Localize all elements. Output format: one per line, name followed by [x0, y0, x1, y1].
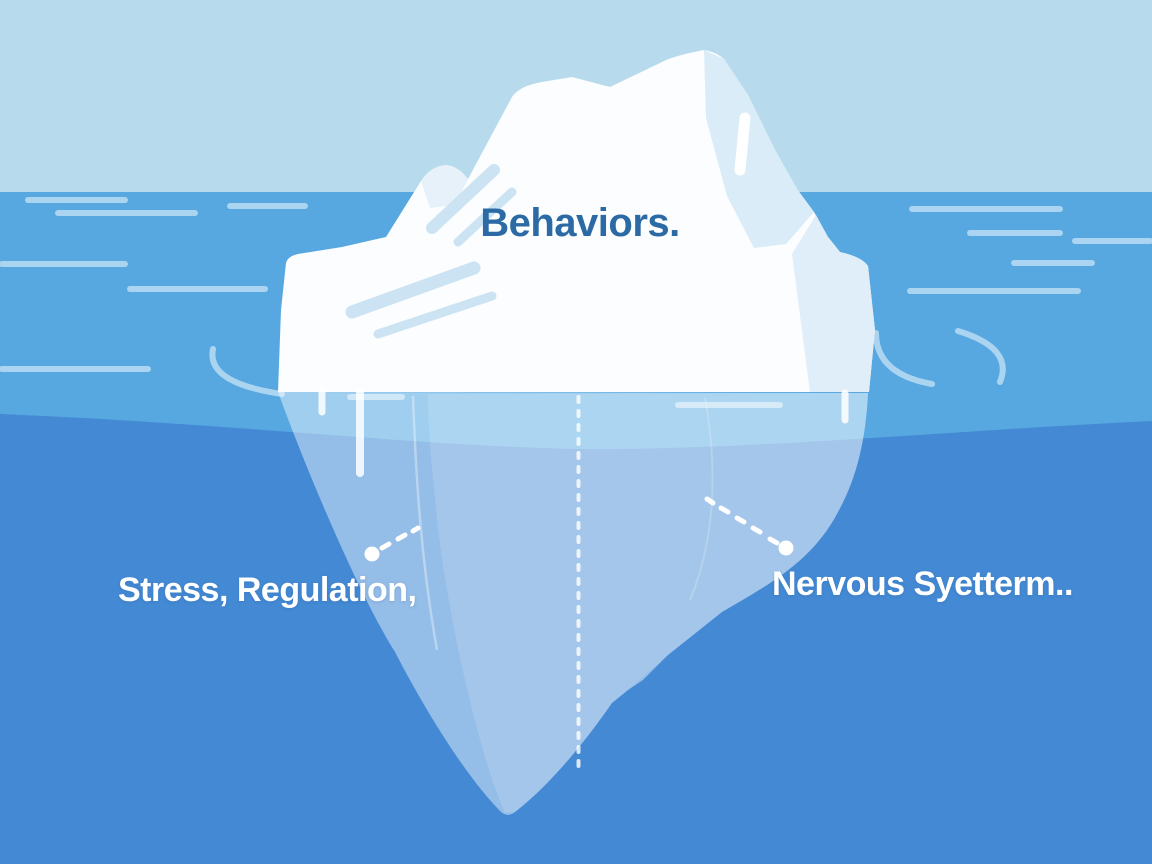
label-below-left: Stress, Regulation,: [118, 571, 417, 609]
leader-dash: [395, 532, 408, 542]
leader-dash: [718, 505, 731, 515]
leader-dot-left: [364, 546, 380, 562]
ripple-arc-right-inner: [873, 330, 935, 387]
ripple-arc-left: [209, 346, 285, 397]
leader-dash: [734, 515, 747, 525]
shade-streak: [345, 261, 481, 319]
iceberg-shade-streaks: [345, 164, 517, 339]
meltwater-drips: [318, 388, 849, 477]
iceberg-underwater-body: [278, 392, 868, 815]
leader-dash: [704, 496, 716, 506]
shade-streak: [426, 164, 500, 234]
leader-line-right: [704, 496, 794, 556]
label-below-right: Nervous Syetterm..: [772, 565, 1073, 603]
ripple-arc-right-outer: [955, 328, 1006, 385]
label-above-water: Behaviors.: [480, 201, 680, 245]
iceberg-underwater: [278, 392, 868, 815]
leader-dash: [750, 525, 763, 535]
water-streaks: [0, 197, 1152, 408]
leader-dash: [379, 541, 392, 551]
leader-dash: [767, 536, 780, 546]
iceberg-highlight-streak: [734, 112, 751, 176]
leader-line-left: [364, 525, 421, 562]
waterline-ripples: [209, 328, 1006, 397]
iceberg-underwater-crack-line: [411, 395, 439, 651]
iceberg-above-water: [278, 50, 875, 477]
shade-streak: [373, 291, 497, 339]
iceberg-underwater-facet: [428, 393, 868, 813]
shade-streak: [453, 187, 517, 247]
iceberg-facet-right-peak: [704, 50, 814, 248]
ocean-deep: [0, 414, 1152, 864]
leader-dash: [410, 525, 421, 534]
leader-dot-right: [778, 540, 794, 556]
iceberg-facet-right-slab: [792, 215, 875, 392]
